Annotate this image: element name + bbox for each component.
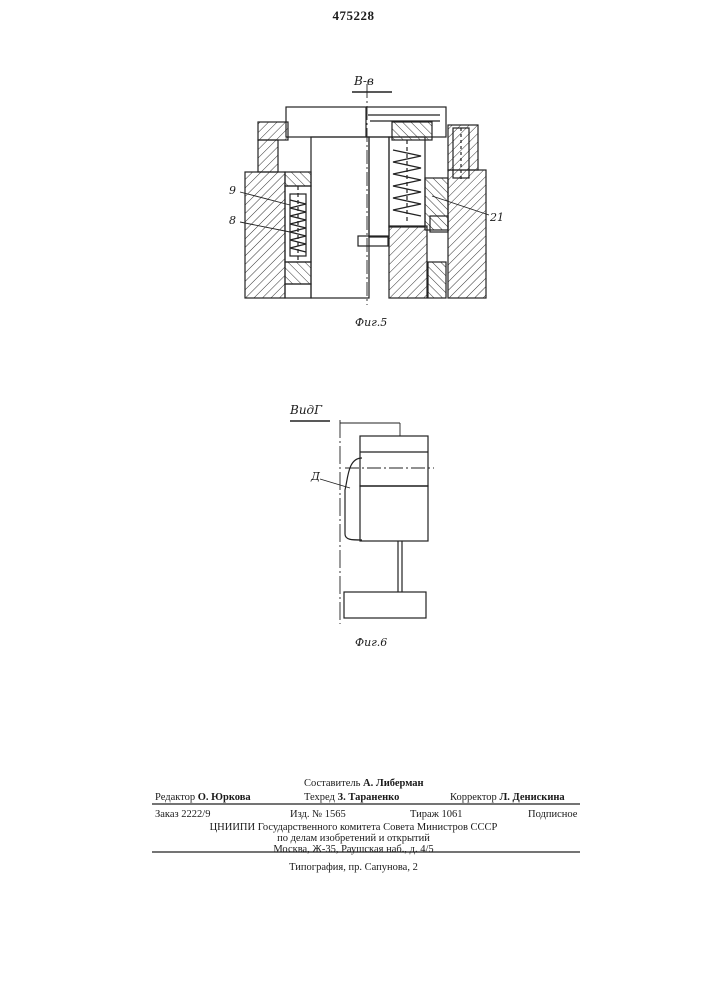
fig6-body bbox=[290, 420, 434, 624]
figure-5-caption: Фиг.5 bbox=[355, 316, 387, 329]
edition-number: Изд. № 1565 bbox=[290, 808, 346, 821]
section-label-fig5: В-в bbox=[354, 74, 374, 88]
callout-9: 9 bbox=[229, 184, 236, 197]
techred-label: Техред bbox=[304, 792, 335, 803]
address-line: Москва, Ж-35, Раушская наб., д. 4/5 bbox=[0, 843, 707, 856]
print-run: Тираж 1061 bbox=[410, 808, 463, 821]
callout-8: 8 bbox=[229, 214, 236, 227]
corrector-line: Корректор Л. Денискина bbox=[450, 791, 565, 804]
figure-6-caption: Фиг.6 bbox=[355, 636, 387, 649]
view-label-fig6: ВидГ bbox=[290, 403, 322, 417]
editor-line: Редактор О. Юркова bbox=[155, 791, 251, 804]
corrector-label: Корректор bbox=[450, 792, 497, 803]
editor-name: О. Юркова bbox=[198, 792, 251, 803]
order-number: Заказ 2222/9 bbox=[155, 808, 210, 821]
editor-label: Редактор bbox=[155, 792, 195, 803]
techred-line: Техред З. Тараненко bbox=[304, 791, 399, 804]
printer-line: Типография, пр. Сапунова, 2 bbox=[0, 861, 707, 874]
callout-21: 21 bbox=[490, 211, 504, 224]
subscription-note: Подписное bbox=[528, 808, 577, 821]
compiler-name: А. Либерман bbox=[363, 778, 424, 789]
callout-d: Д bbox=[311, 470, 320, 483]
corrector-name: Л. Денискина bbox=[499, 792, 564, 803]
fig5-body bbox=[240, 84, 489, 305]
compiler-label: Составитель bbox=[304, 778, 360, 789]
compiler-line: Составитель А. Либерман bbox=[304, 777, 424, 790]
techred-name: З. Тараненко bbox=[338, 792, 400, 803]
